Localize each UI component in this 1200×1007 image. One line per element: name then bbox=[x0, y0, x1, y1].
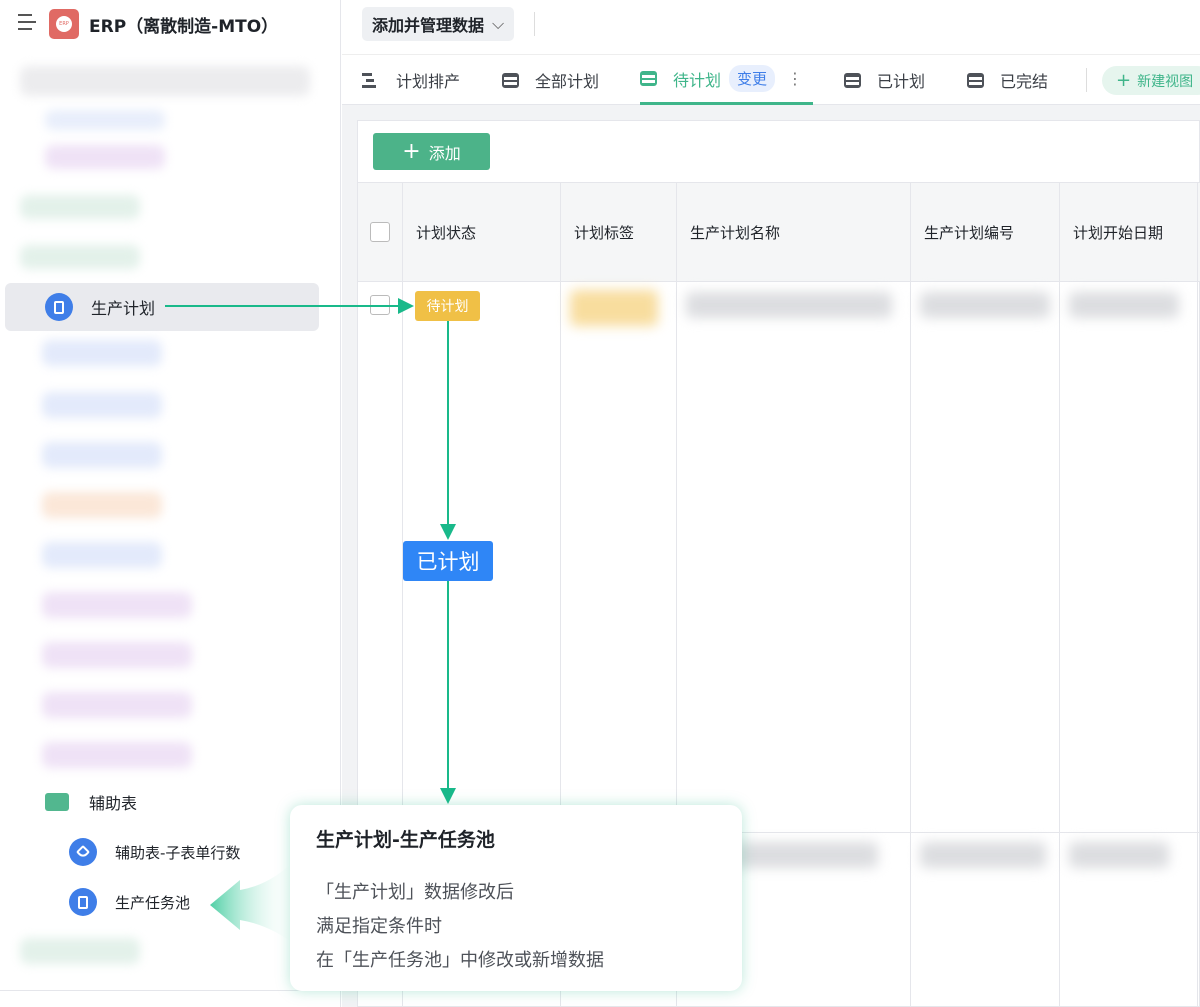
callout-line: 满足指定条件时 bbox=[316, 916, 442, 937]
tab-all-plans[interactable]: 全部计划 bbox=[502, 55, 599, 105]
sidebar-item-aux-rows[interactable]: 辅助表-子表单行数 bbox=[5, 828, 319, 876]
table-icon bbox=[502, 72, 519, 88]
sidebar-item-label: 生产任务池 bbox=[115, 893, 191, 912]
button-label: 添加 bbox=[428, 143, 461, 163]
tab-label: 计划排产 bbox=[396, 72, 461, 91]
sidebar: ERP ERP（离散制造-MTO） 生产计划 辅助表 辅助表-子表单行数 生产任… bbox=[0, 0, 341, 1007]
folder-label: 辅助表 bbox=[89, 794, 138, 813]
column-header-start-date[interactable]: 计划开始日期 bbox=[1073, 223, 1164, 242]
more-icon[interactable]: ⋮ bbox=[787, 69, 804, 88]
sidebar-item-label: 生产计划 bbox=[91, 299, 156, 318]
column-header-status[interactable]: 计划状态 bbox=[416, 223, 477, 242]
add-button[interactable]: + 添加 bbox=[373, 133, 490, 170]
document-icon bbox=[69, 888, 97, 916]
tab-planned[interactable]: 已计划 bbox=[844, 55, 925, 105]
callout-body: 「生产计划」数据修改后 满足指定条件时 在「生产任务池」中修改或新增数据 bbox=[316, 876, 716, 978]
callout-title: 生产计划-生产任务池 bbox=[316, 829, 495, 851]
gantt-icon bbox=[362, 72, 378, 88]
dropdown-label: 添加并管理数据 bbox=[372, 16, 485, 35]
main-area: 添加并管理数据 ⌵ 计划排产 全部计划 待计划 变更 ⋮ 已计划 已完结 + 新建… bbox=[342, 0, 1200, 1007]
table-icon bbox=[967, 72, 984, 88]
chevron-down-icon: ⌵ bbox=[492, 14, 505, 33]
blurred-search bbox=[20, 66, 310, 96]
menu-icon[interactable] bbox=[18, 14, 36, 30]
column-header-number[interactable]: 生产计划编号 bbox=[924, 223, 1015, 242]
change-badge[interactable]: 变更 bbox=[729, 65, 776, 92]
plus-icon: + bbox=[402, 139, 421, 164]
new-view-button[interactable]: + 新建视图 bbox=[1102, 66, 1200, 95]
tab-completed[interactable]: 已完结 bbox=[967, 55, 1048, 105]
tab-label: 已计划 bbox=[877, 72, 926, 91]
document-icon bbox=[45, 293, 73, 321]
table-icon bbox=[640, 71, 657, 86]
callout-line: 在「生产任务池」中修改或新增数据 bbox=[316, 950, 604, 971]
folder-icon bbox=[45, 793, 69, 811]
tab-label: 待计划 bbox=[673, 70, 722, 90]
table-icon bbox=[844, 72, 861, 88]
big-arrow-icon bbox=[210, 860, 295, 945]
select-all-checkbox[interactable] bbox=[370, 222, 390, 242]
app-logo: ERP bbox=[49, 9, 79, 39]
sidebar-item-label: 辅助表-子表单行数 bbox=[115, 843, 241, 862]
tab-pending[interactable]: 待计划 变更 ⋮ bbox=[640, 55, 814, 105]
status-badge-planned: 已计划 bbox=[403, 541, 493, 581]
sidebar-item-task-pool[interactable]: 生产任务池 bbox=[5, 878, 319, 926]
column-header-tag[interactable]: 计划标签 bbox=[574, 223, 635, 242]
app-title: ERP（离散制造-MTO） bbox=[89, 17, 279, 37]
tab-label: 已完结 bbox=[1000, 72, 1049, 91]
tab-schedule[interactable]: 计划排产 bbox=[362, 55, 460, 105]
column-header-name[interactable]: 生产计划名称 bbox=[690, 223, 781, 242]
callout-line: 「生产计划」数据修改后 bbox=[316, 882, 514, 903]
data-manage-dropdown[interactable]: 添加并管理数据 ⌵ bbox=[362, 7, 515, 41]
tag-icon bbox=[69, 838, 97, 866]
plus-icon: + bbox=[1116, 70, 1132, 91]
workflow-callout: 生产计划-生产任务池 「生产计划」数据修改后 满足指定条件时 在「生产任务池」中… bbox=[290, 805, 742, 991]
tab-label: 全部计划 bbox=[535, 72, 600, 91]
status-badge-pending[interactable]: 待计划 bbox=[415, 291, 480, 321]
button-label: 新建视图 bbox=[1137, 73, 1194, 90]
sidebar-folder-auxiliary[interactable]: 辅助表 bbox=[5, 778, 319, 826]
